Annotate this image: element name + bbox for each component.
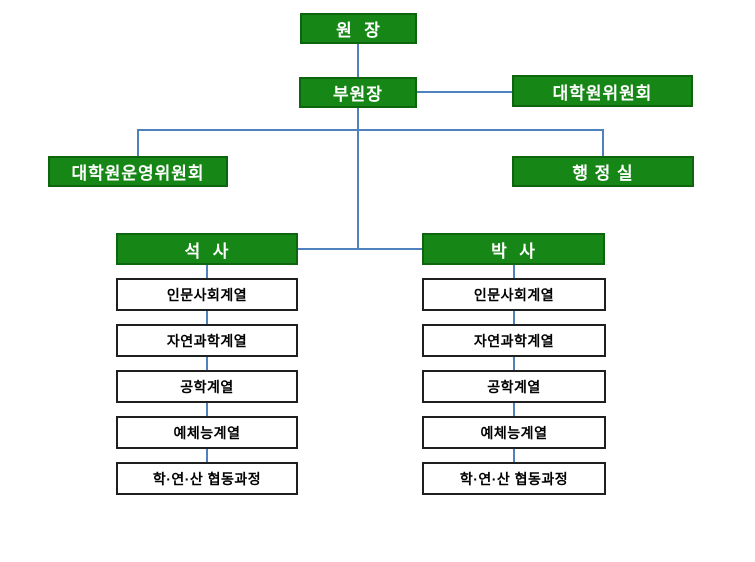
- connector-line-center-vertical: [357, 108, 359, 250]
- connector-line-drop-right: [602, 129, 604, 156]
- connector-line-vice-committee: [417, 91, 512, 93]
- connector-line-doctorate-track: [513, 403, 515, 416]
- connector-line-drop-left: [137, 129, 139, 156]
- connector-line-masters-track: [206, 403, 208, 416]
- connector-line-doctorate-track: [513, 311, 515, 324]
- doctorate-track-cooperation-box: 학·연·산 협동과정: [422, 462, 606, 495]
- doctorate-track-natural-sciences-box: 자연과학계열: [422, 324, 606, 357]
- doctorate-track-arts-sports-box: 예체능계열: [422, 416, 606, 449]
- masters-track-humanities-box: 인문사회계열: [116, 278, 298, 311]
- masters-track-engineering-box: 공학계열: [116, 370, 298, 403]
- connector-line-doctorate-track: [513, 265, 515, 278]
- connector-line-masters-track: [206, 357, 208, 370]
- connector-line-doctorate-track: [513, 357, 515, 370]
- connector-line-row-horizontal: [137, 129, 604, 131]
- connector-line-doctorate-track: [513, 449, 515, 462]
- operating-committee-box: 대학원운영위원회: [48, 156, 228, 187]
- masters-track-cooperation-box: 학·연·산 협동과정: [116, 462, 298, 495]
- vice-director-box: 부원장: [299, 77, 417, 108]
- connector-line-masters-track: [206, 449, 208, 462]
- masters-box: 석 사: [116, 233, 298, 265]
- masters-track-arts-sports-box: 예체능계열: [116, 416, 298, 449]
- admin-office-box: 행 정 실: [512, 156, 694, 187]
- doctorate-box: 박 사: [422, 233, 605, 265]
- masters-track-natural-sciences-box: 자연과학계열: [116, 324, 298, 357]
- connector-line-director-vice: [357, 43, 359, 78]
- connector-line-masters-track: [206, 311, 208, 324]
- connector-line-masters-track: [206, 265, 208, 278]
- director-box: 원 장: [300, 13, 417, 44]
- doctorate-track-humanities-box: 인문사회계열: [422, 278, 606, 311]
- graduate-committee-box: 대학원위원회: [512, 75, 693, 107]
- doctorate-track-engineering-box: 공학계열: [422, 370, 606, 403]
- connector-line-masters-doctorate: [298, 248, 422, 250]
